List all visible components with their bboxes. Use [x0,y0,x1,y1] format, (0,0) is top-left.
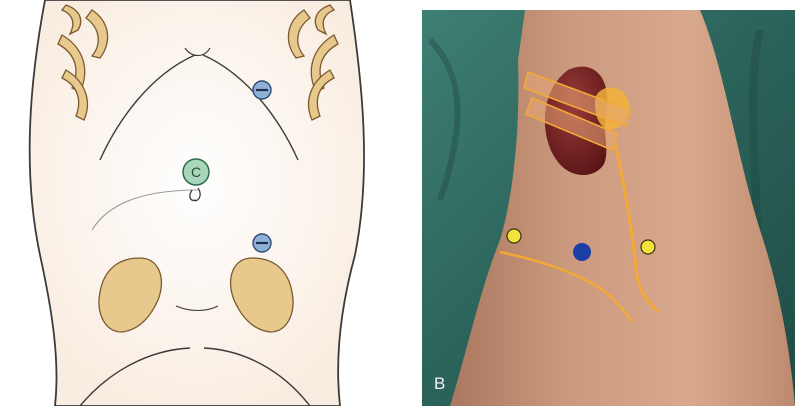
panel-b-label: B [434,374,445,394]
yellow-port-marker-right [641,240,655,254]
camera-port: C [183,159,209,185]
blue-port-marker [573,243,591,261]
camera-port-label: C [191,164,201,180]
working-port-upper [253,81,271,99]
panel-b-photo [422,10,795,406]
yellow-port-marker-left [507,229,521,243]
working-port-lower [253,234,271,252]
panel-a-illustration: C [0,0,385,406]
